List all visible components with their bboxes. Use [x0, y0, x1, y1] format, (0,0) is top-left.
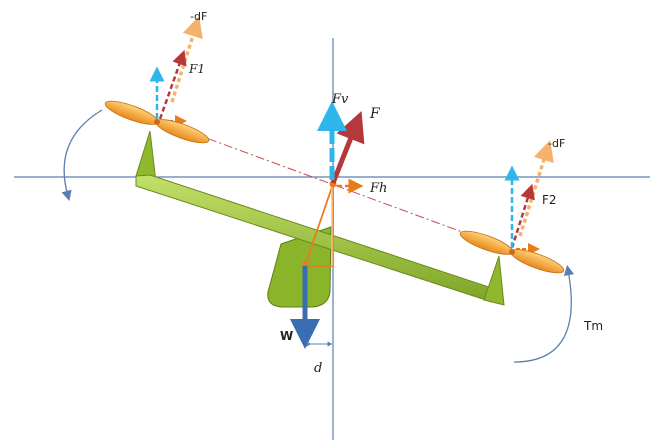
right-support-post	[483, 255, 505, 306]
left-propeller	[104, 100, 210, 144]
fuselage-body	[267, 226, 332, 308]
label-dF-top: -dF	[190, 10, 207, 23]
left-F1-arrow	[158, 49, 187, 120]
label-Fv: Fv	[331, 92, 349, 107]
label-d: d	[314, 361, 322, 376]
right-propeller	[459, 230, 565, 274]
center-of-gravity-dot	[302, 261, 308, 267]
label-Fh: Fh	[369, 181, 387, 196]
label-dF-right: -dF	[548, 137, 565, 150]
force-triangle	[303, 183, 334, 267]
label-F2: F2	[542, 193, 557, 207]
left-rotation-arrow	[61, 109, 103, 202]
left-dF-arrow	[170, 15, 203, 103]
label-F: F	[369, 106, 381, 122]
left-support-post	[135, 130, 157, 183]
label-F1: F1	[188, 62, 205, 76]
label-W: W	[280, 329, 293, 343]
torque-Tm-arrow	[513, 264, 575, 363]
right-F2-arrow	[510, 183, 535, 249]
label-Tm: Tm	[583, 319, 603, 333]
thrust-arrow-F	[330, 111, 365, 184]
